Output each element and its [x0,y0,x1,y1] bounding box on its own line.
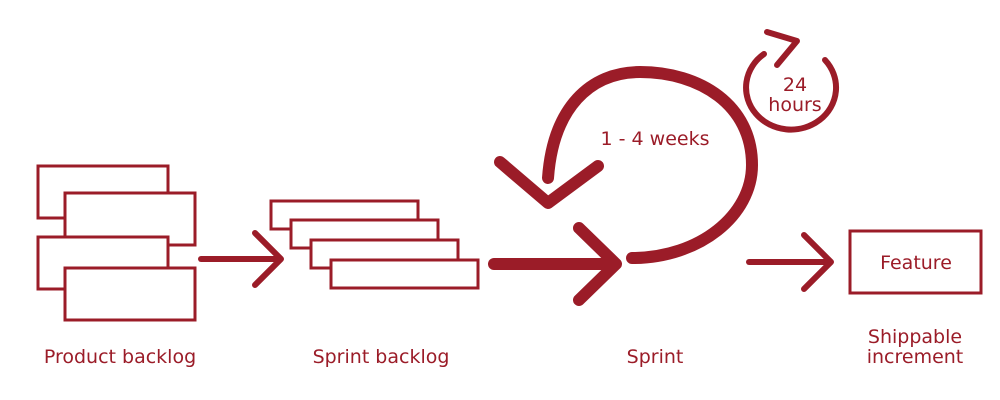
arrow-to-sprint-backlog [198,230,284,288]
daily-cycle-unit: hours [768,94,821,116]
feature-label: Feature [880,252,952,274]
product-backlog-stack [36,164,197,322]
daily-cycle-loop [743,29,840,133]
arrow-to-sprint [488,222,622,306]
sprint-label: Sprint [627,346,684,368]
sprint-cycle-loop [494,66,758,264]
arrow-to-feature [746,232,834,292]
daily-cycle-number: 24 [783,74,807,96]
sprint-backlog-stack [269,199,480,290]
sprint-backlog-card-4 [329,258,480,290]
sprint-length-label: 1 - 4 weeks [601,128,710,150]
shippable-label-line1: Shippable [868,326,962,348]
feature-box: Feature [848,229,983,295]
product-backlog-card-4 [63,266,197,322]
sprint-backlog-label: Sprint backlog [313,346,450,368]
product-backlog-label: Product backlog [44,346,196,368]
shippable-label-line2: increment [867,346,964,368]
feature-box-frame [848,229,983,295]
